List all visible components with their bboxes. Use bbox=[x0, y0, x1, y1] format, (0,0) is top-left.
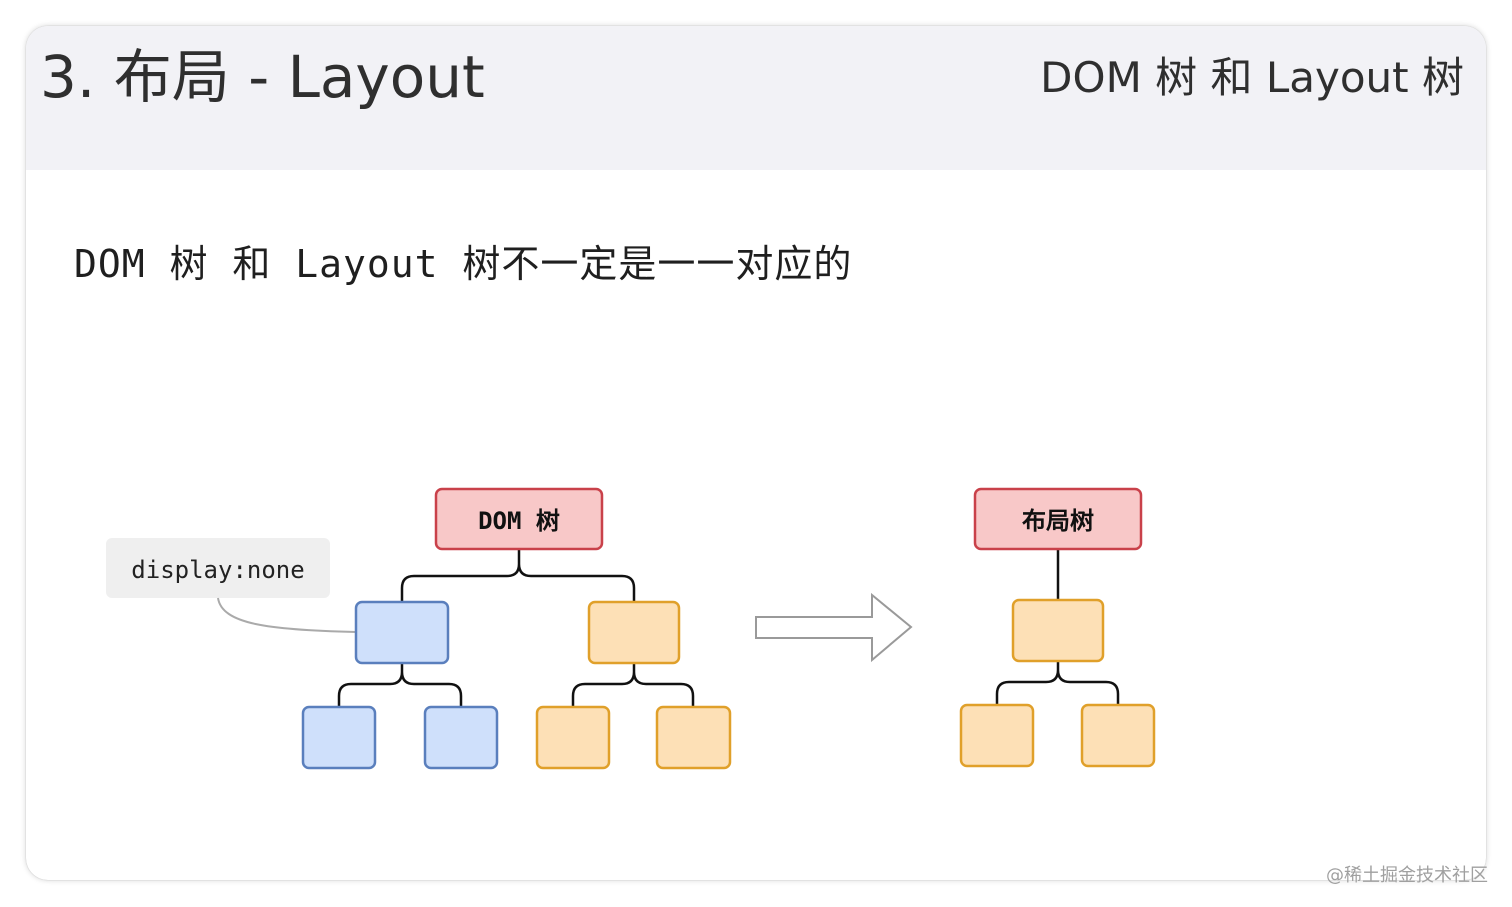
dom-leaf-visible-2 bbox=[655, 705, 732, 770]
layout-node bbox=[1011, 598, 1105, 663]
layout-child-connector bbox=[995, 661, 1120, 705]
dom-root-node bbox=[434, 487, 604, 551]
display-none-callout bbox=[106, 538, 330, 598]
dom-node-visible bbox=[587, 600, 681, 665]
layout-root-node bbox=[973, 487, 1143, 551]
display-none-label: display:none bbox=[131, 556, 304, 584]
watermark: @稀土掘金技术社区 bbox=[1326, 865, 1488, 886]
slide-header: 3. 布局 - Layout DOM 树 和 Layout 树 bbox=[26, 26, 1486, 170]
slide: 3. 布局 - Layout DOM 树 和 Layout 树 DOM 树 和 … bbox=[26, 26, 1486, 880]
dom-orange-connector bbox=[571, 663, 695, 707]
layout-leaf-1 bbox=[959, 703, 1035, 768]
dom-leaf-hidden-2 bbox=[423, 705, 499, 770]
statement-text: DOM 树 和 Layout 树不一定是一一对应的 bbox=[74, 242, 853, 286]
dom-blue-connector bbox=[337, 663, 463, 707]
slide-subtitle: DOM 树 和 Layout 树 bbox=[1040, 53, 1464, 102]
layout-root-label: 布局树 bbox=[1022, 507, 1094, 535]
layout-leaf-2 bbox=[1080, 703, 1156, 768]
dom-tree-connectors bbox=[337, 549, 695, 707]
dom-root-connector bbox=[400, 549, 636, 602]
dom-leaf-visible-1 bbox=[535, 705, 611, 770]
dom-root-label: DOM 树 bbox=[478, 507, 560, 535]
transform-arrow bbox=[755, 592, 913, 663]
dom-node-hidden bbox=[354, 600, 450, 665]
slide-title: 3. 布局 - Layout bbox=[40, 43, 485, 111]
dom-leaf-hidden-1 bbox=[301, 705, 377, 770]
callout-pointer bbox=[217, 597, 357, 633]
layout-tree-connectors bbox=[995, 549, 1120, 705]
